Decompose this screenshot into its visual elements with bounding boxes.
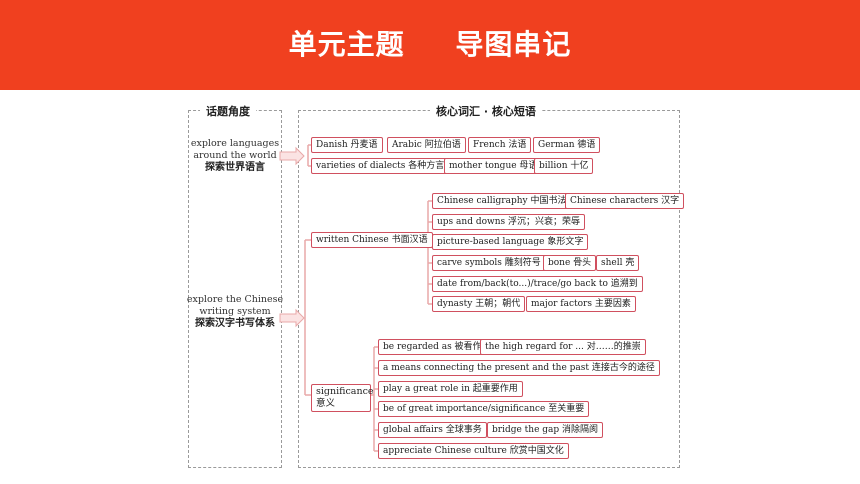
- phrase-appreciate-chinese-culture: appreciate Chinese culture 欣赏中国文化: [378, 443, 569, 459]
- word-billion: billion 十亿: [534, 158, 594, 174]
- phrase-picture-based-language: picture-based language 象形文字: [432, 234, 589, 250]
- phrase-chinese-calligraphy: Chinese calligraphy 中国书法: [432, 193, 572, 209]
- topic2-cn: 探索汉字书写体系: [195, 318, 275, 329]
- category-written-chinese: written Chinese 书面汉语: [311, 232, 433, 248]
- topic1-en-line2: around the world: [193, 150, 277, 161]
- significance-label-cn: 意义: [316, 398, 336, 409]
- title-part-2: 导图串记: [455, 28, 572, 61]
- word-bone: bone 骨头: [543, 255, 597, 271]
- title-part-1: 单元主题: [288, 28, 405, 61]
- word-arabic: Arabic 阿拉伯语: [387, 137, 466, 153]
- word-french: French 法语: [468, 137, 532, 153]
- phrase-a-means-connecting: a means connecting the present and the p…: [378, 360, 660, 376]
- topic2-en-line2: writing system: [199, 306, 271, 317]
- word-danish: Danish 丹麦语: [311, 137, 383, 153]
- phrase-play-a-great-role: play a great role in 起重要作用: [378, 381, 523, 397]
- phrase-carve-symbols: carve symbols 雕刻符号: [432, 255, 546, 271]
- phrase-be-regarded-as: be regarded as 被看作: [378, 339, 487, 355]
- topic1-en-line1: explore languages: [190, 138, 280, 149]
- left-panel-title: 话题角度: [200, 103, 256, 119]
- word-dynasty: dynasty 王朝；朝代: [432, 296, 526, 312]
- word-german: German 德语: [533, 137, 601, 153]
- header-banner: [0, 0, 860, 90]
- right-panel-title: 核心词汇 · 核心短语: [430, 103, 542, 119]
- phrase-date-from: date from/back(to...)/trace/go back to 追…: [432, 276, 643, 292]
- phrase-bridge-the-gap: bridge the gap 消除隔阂: [487, 422, 604, 438]
- category-significance: significance 意义: [311, 384, 374, 412]
- phrase-ups-and-downs: ups and downs 浮沉；兴衰；荣辱: [432, 214, 585, 230]
- phrase-varieties-of-dialects: varieties of dialects 各种方言: [311, 158, 450, 174]
- significance-label-en: significance: [316, 386, 374, 397]
- phrase-high-regard-for: the high regard for ... 对……的推崇: [480, 339, 646, 355]
- phrase-chinese-characters: Chinese characters 汉字: [565, 193, 685, 209]
- topic1-cn: 探索世界语言: [205, 162, 265, 173]
- word-shell: shell 壳: [596, 255, 640, 271]
- topic-explore-languages: explore languages around the world 探索世界语…: [188, 138, 282, 174]
- phrase-major-factors: major factors 主要因素: [526, 296, 636, 312]
- page-title: 单元主题 导图串记: [0, 0, 860, 90]
- phrase-global-affairs: global affairs 全球事务: [378, 422, 487, 438]
- topic2-en-line1: explore the Chinese: [186, 294, 284, 305]
- phrase-be-of-great-importance: be of great importance/significance 至关重要: [378, 401, 590, 417]
- topic-explore-chinese: explore the Chinese writing system 探索汉字书…: [186, 294, 284, 330]
- phrase-mother-tongue: mother tongue 母语: [444, 158, 543, 174]
